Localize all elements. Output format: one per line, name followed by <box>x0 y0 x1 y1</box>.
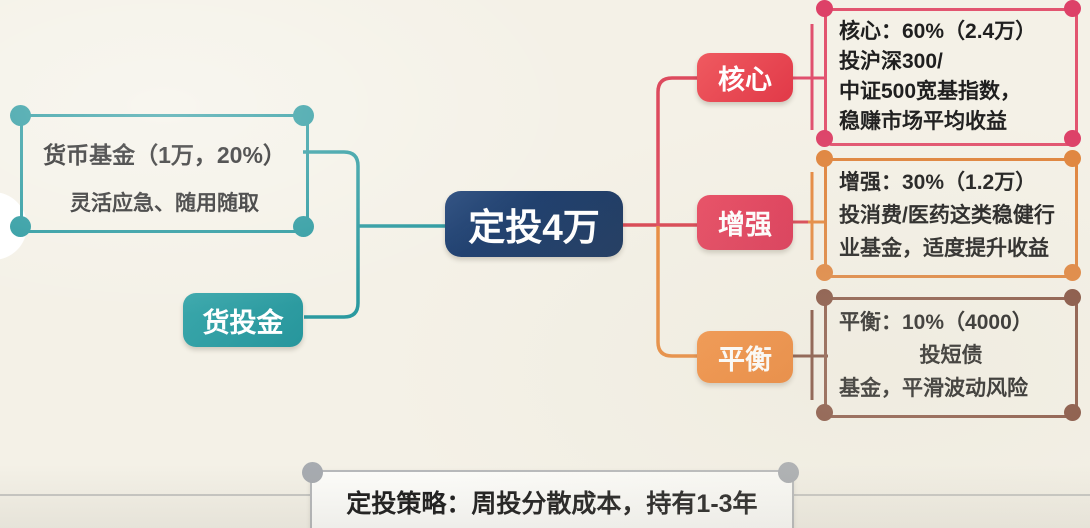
fund-note-box: 货币基金（1万，20%） 灵活应急、随用随取 <box>20 114 309 233</box>
connector-root-to-balance <box>656 226 698 358</box>
detail-line: 增强：30%（1.2万） <box>839 171 1037 194</box>
detail-line: 基金，平滑波动风险 <box>839 377 1028 400</box>
connector-root-to-core <box>656 76 698 226</box>
fund-note-line1: 货币基金（1万，20%） <box>43 142 286 168</box>
branch-node-core: 核心 <box>697 53 793 102</box>
tag-node-fund: 货投金 <box>183 293 303 347</box>
root-node: 定投4万 <box>445 191 623 257</box>
corner-dot-teal <box>10 216 31 237</box>
corner-dot-orange <box>816 264 833 281</box>
detail-text-enhance: 增强：30%（1.2万） 投消费/医药这类稳健行 业基金，适度提升收益 <box>827 161 1075 275</box>
branch-node-balance: 平衡 <box>697 331 793 383</box>
detail-box-enhance: 增强：30%（1.2万） 投消费/医药这类稳健行 业基金，适度提升收益 <box>824 158 1078 278</box>
corner-dot-teal <box>10 105 31 126</box>
footer-strategy-text: 定投策略：周投分散成本，持有1-3年 <box>346 490 758 518</box>
connector-fund-to-tag <box>303 150 360 319</box>
detail-text-balance: 平衡：10%（4000） 投短债 基金，平滑波动风险 <box>827 300 1075 415</box>
corner-dot-orange <box>1064 264 1081 281</box>
corner-dot-gray <box>302 462 323 483</box>
detail-line: 投消费/医药这类稳健行 <box>839 204 1055 227</box>
fund-note-line2: 灵活应急、随用随取 <box>70 192 259 215</box>
corner-dot-orange <box>816 150 833 167</box>
corner-dot-pink <box>1064 0 1081 17</box>
corner-dot-pink <box>816 130 833 147</box>
detail-line: 业基金，适度提升收益 <box>839 237 1049 260</box>
corner-dot-brown <box>816 404 833 421</box>
corner-dot-pink <box>816 0 833 17</box>
corner-dot-brown <box>1064 404 1081 421</box>
corner-dot-teal <box>293 105 314 126</box>
corner-dot-pink <box>1064 130 1081 147</box>
detail-line: 投短债 <box>919 344 983 367</box>
detail-line: 投沪深300/ <box>839 50 943 73</box>
detail-box-core: 核心：60%（2.4万） 投沪深300/ 中证500宽基指数， 稳赚市场平均收益 <box>824 8 1078 146</box>
detail-line: 平衡：10%（4000） <box>839 311 1033 334</box>
detail-box-balance: 平衡：10%（4000） 投短债 基金，平滑波动风险 <box>824 297 1078 418</box>
detail-line: 核心：60%（2.4万） <box>839 20 1037 43</box>
footer-banner: 定投策略：周投分散成本，持有1-3年 <box>310 470 794 528</box>
branch-node-enhance: 增强 <box>697 195 793 250</box>
corner-dot-orange <box>1064 150 1081 167</box>
corner-dot-brown <box>1064 289 1081 306</box>
corner-dot-gray <box>778 462 799 483</box>
corner-dot-brown <box>816 289 833 306</box>
corner-dot-teal <box>293 216 314 237</box>
detail-line: 稳赚市场平均收益 <box>839 110 1007 133</box>
detail-line: 中证500宽基指数， <box>839 80 1022 103</box>
detail-text-core: 核心：60%（2.4万） 投沪深300/ 中证500宽基指数， 稳赚市场平均收益 <box>827 11 1075 143</box>
